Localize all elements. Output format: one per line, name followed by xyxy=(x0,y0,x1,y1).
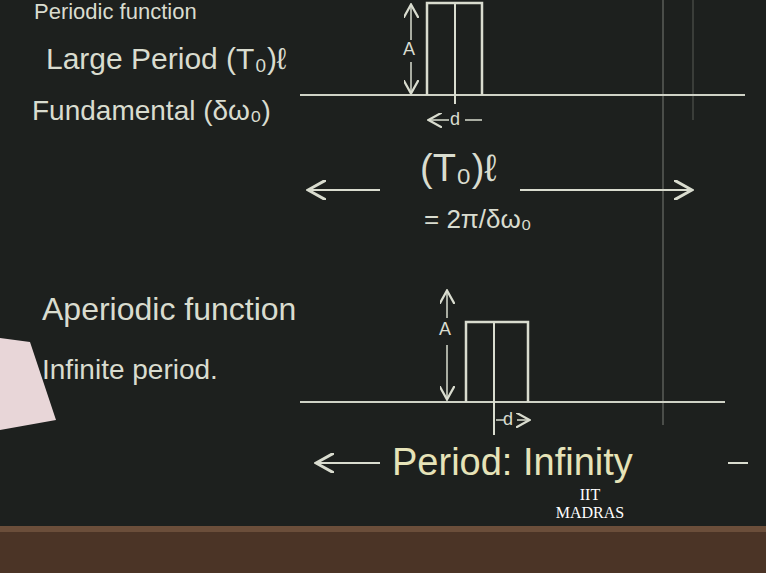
watermark: IIT MADRAS xyxy=(555,486,625,521)
period-label: Period: Infinity xyxy=(392,442,633,484)
time-axis xyxy=(300,94,745,96)
width-arrow xyxy=(517,419,528,421)
board-note: Infinite period. xyxy=(42,355,218,386)
amplitude-arrow xyxy=(410,62,412,92)
period-arrow xyxy=(520,189,690,191)
board-note: Fundamental (δω₀) xyxy=(32,96,271,127)
center-line xyxy=(454,3,456,104)
board-line xyxy=(692,0,694,120)
amplitude-arrow xyxy=(446,292,448,318)
width-arrow xyxy=(496,419,504,421)
period-arrow xyxy=(310,189,380,191)
width-arrow xyxy=(430,119,449,121)
board-heading: Periodic function xyxy=(34,0,197,24)
center-line xyxy=(493,322,495,435)
period-formula: = 2π/δω₀ xyxy=(424,205,532,234)
board-note: Large Period (T₀)ℓ xyxy=(46,42,287,75)
chalk-tray xyxy=(0,530,766,573)
pulse xyxy=(466,322,528,402)
amplitude-label: A xyxy=(403,40,415,60)
period-dash xyxy=(728,462,748,464)
amplitude-arrow xyxy=(446,345,448,398)
width-label: d xyxy=(503,410,513,430)
period-label: (T₀)ℓ xyxy=(420,148,497,190)
width-arrow xyxy=(465,119,482,121)
amplitude-arrow xyxy=(410,6,412,40)
board-heading: Aperiodic function xyxy=(42,292,296,327)
chalk-tray-edge xyxy=(0,526,766,532)
amplitude-label: A xyxy=(439,320,451,340)
time-axis xyxy=(300,401,725,403)
period-arrow xyxy=(318,462,380,464)
board-line xyxy=(662,0,664,425)
width-label: d xyxy=(450,110,460,130)
